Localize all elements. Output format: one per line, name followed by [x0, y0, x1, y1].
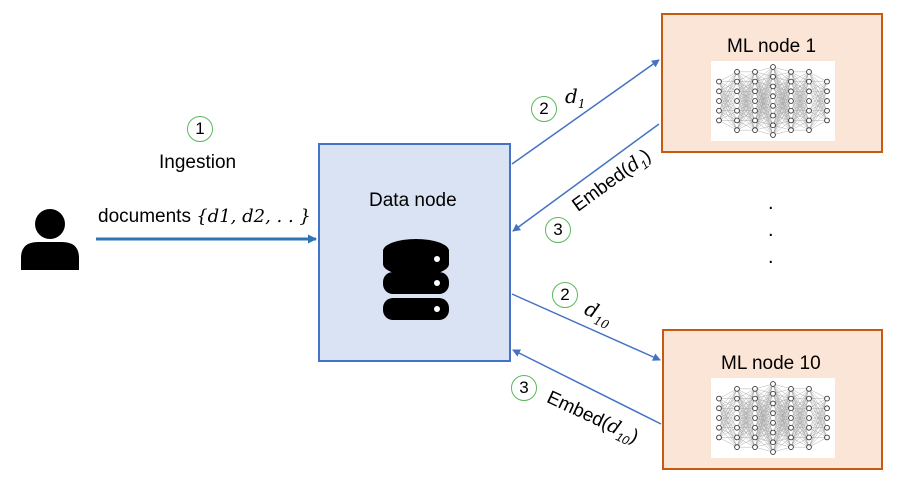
step-2-badge: 2	[552, 282, 578, 308]
arrow-ml1-to-data	[512, 123, 660, 232]
database-icon	[383, 239, 449, 320]
arrow-ml10-to-data	[512, 349, 662, 425]
data-node: Data node	[318, 143, 511, 362]
flow-d1-sub: 1	[577, 97, 586, 111]
data-node-label: Data node	[369, 190, 457, 211]
step-1-badge: 1	[187, 116, 213, 142]
ellipsis-dot: .	[768, 219, 774, 241]
ml-node-10: ML node 10	[662, 329, 883, 470]
neural-network-icon	[711, 61, 835, 141]
step-2-badge: 2	[531, 96, 557, 122]
ellipsis-dot: .	[768, 192, 774, 214]
ml-node-1-label: ML node 1	[727, 36, 817, 57]
documents-word: documents	[98, 206, 191, 227]
step-3-badge: 3	[511, 375, 537, 401]
ml-node-10-label: ML node 10	[721, 353, 821, 374]
person-icon	[21, 209, 79, 270]
documents-label: documents {d1, d2, . . }	[98, 207, 311, 226]
arrow-data-to-ml10	[511, 293, 661, 361]
flow-d1-base: d	[565, 84, 578, 108]
step-3-badge: 3	[545, 217, 571, 243]
arrow-data-to-ml1	[511, 59, 660, 165]
ml-node-1: ML node 1	[661, 13, 883, 153]
flow-d1-label: d1	[565, 86, 585, 110]
neural-network-icon	[711, 378, 835, 458]
documents-set: {d1, d2, . . }	[196, 206, 311, 227]
ingestion-label: Ingestion	[159, 152, 237, 173]
ellipsis-dot: .	[768, 246, 774, 268]
